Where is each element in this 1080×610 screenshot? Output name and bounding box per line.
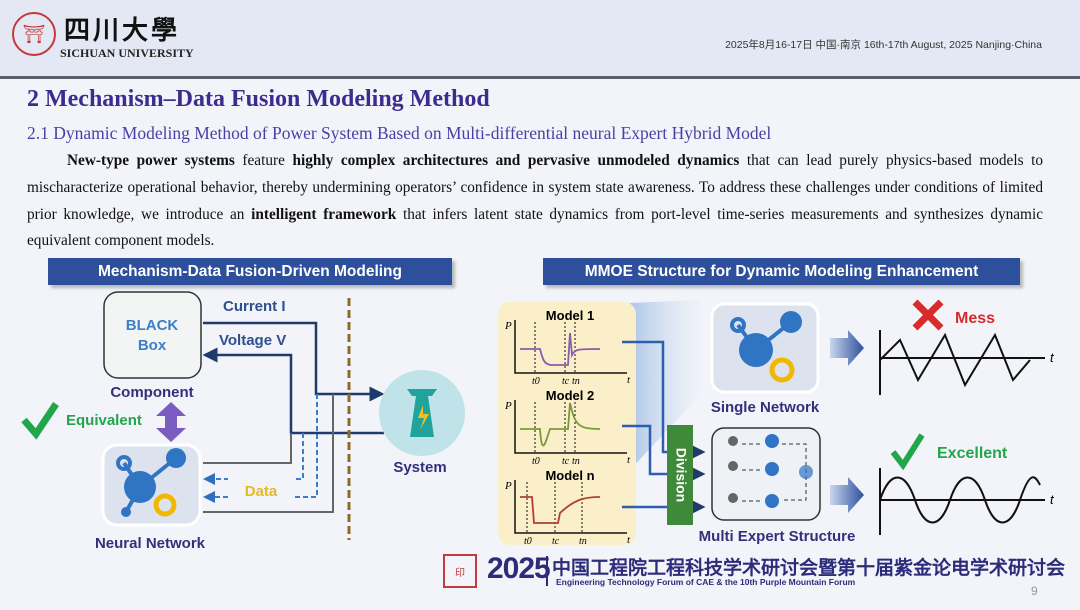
axis-p-label: P bbox=[504, 480, 512, 492]
black-label: BLACK bbox=[126, 317, 179, 334]
mess-label: Mess bbox=[955, 310, 995, 327]
time-marker-label: tc bbox=[562, 376, 570, 387]
axis-t-label: t bbox=[1050, 350, 1055, 365]
check-icon bbox=[21, 402, 59, 440]
box-label: Box bbox=[138, 337, 167, 354]
model-title: Model 1 bbox=[546, 308, 594, 323]
connector-line bbox=[203, 394, 334, 513]
model-title: Model 2 bbox=[546, 388, 594, 403]
time-marker-label: t0 bbox=[532, 376, 540, 387]
axis-p-label: P bbox=[504, 320, 512, 332]
right-arrow-icon bbox=[830, 330, 864, 366]
axis-t-label: t bbox=[627, 374, 631, 386]
right-diagram-banner: MMOE Structure for Dynamic Modeling Enha… bbox=[543, 258, 1020, 285]
mess-waveform bbox=[879, 330, 1045, 395]
time-marker-label: tc bbox=[552, 536, 560, 547]
equivalent-label: Equivalent bbox=[66, 412, 142, 429]
multi-expert-icon bbox=[711, 427, 821, 521]
section-subtitle: 2.1 Dynamic Modeling Method of Power Sys… bbox=[27, 123, 772, 143]
axis-t-label: t bbox=[627, 534, 631, 546]
multi-expert-label: Multi Expert Structure bbox=[699, 528, 856, 545]
division-block bbox=[667, 425, 693, 525]
single-network-icon bbox=[710, 302, 820, 394]
time-marker-label: t0 bbox=[532, 456, 540, 467]
power-curve bbox=[520, 496, 601, 524]
text: feature bbox=[234, 152, 293, 169]
time-marker-label: tc bbox=[562, 456, 570, 467]
check-icon bbox=[890, 433, 925, 471]
footer-divider bbox=[546, 556, 548, 586]
section-title: 2 Mechanism–Data Fusion Modeling Method bbox=[27, 86, 490, 112]
text: that can lead purely physics-based model… bbox=[27, 152, 1044, 223]
data-label-bg bbox=[228, 478, 294, 502]
axis-p-label: P bbox=[504, 400, 512, 412]
time-marker-label: tn bbox=[572, 376, 580, 387]
axis-t-label: t bbox=[1050, 492, 1055, 507]
voltage-arrow bbox=[202, 347, 384, 435]
forum-seal-logo: 印 bbox=[443, 554, 477, 588]
chart-axes bbox=[514, 480, 627, 534]
time-marker-label: tn bbox=[579, 536, 587, 547]
chart-axes bbox=[514, 400, 627, 454]
axis-t-label: t bbox=[627, 454, 631, 466]
left-diagram-banner: Mechanism-Data Fusion-Driven Modeling bbox=[48, 258, 452, 285]
double-arrow-icon bbox=[156, 402, 186, 442]
bold-text: New-type power systems bbox=[67, 152, 235, 169]
chart-axes bbox=[514, 320, 627, 374]
data-label: Data bbox=[245, 483, 278, 500]
power-curve bbox=[520, 332, 601, 366]
system-label: System bbox=[393, 459, 446, 476]
excellent-label: Excellent bbox=[937, 445, 1008, 462]
cross-icon bbox=[912, 299, 944, 331]
conference-date-location: 2025年8月16-17日 中国·南京 16th-17th August, 20… bbox=[725, 39, 1042, 51]
footer-forum-cn: 中国工程院工程科技学术研讨会暨第十届紫金论电学术研讨会 bbox=[552, 557, 1066, 579]
excellent-waveform bbox=[879, 468, 1045, 535]
footer-year: 2025 bbox=[487, 552, 551, 585]
bold-text: intelligent framework bbox=[251, 205, 397, 223]
footer-forum-en: Engineering Technology Forum of CAE & th… bbox=[556, 577, 856, 587]
neural-network-label: Neural Network bbox=[95, 535, 206, 552]
model-title: Model n bbox=[545, 468, 594, 483]
data-arrow bbox=[203, 433, 304, 485]
component-label: Component bbox=[110, 384, 193, 401]
voltage-label: Voltage V bbox=[219, 332, 286, 349]
university-name-cn: 四川大學 bbox=[64, 16, 181, 46]
time-marker-label: t0 bbox=[524, 536, 532, 547]
body-paragraph: New-type power systems feature highly co… bbox=[27, 148, 1043, 255]
right-arrow-icon bbox=[830, 477, 864, 513]
neural-network-icon bbox=[101, 443, 202, 527]
slide-header: ⛩ 四川大學 SICHUAN UNIVERSITY 2025年8月16-17日 … bbox=[0, 0, 1080, 79]
models-panel bbox=[498, 302, 636, 545]
division-label: Division bbox=[673, 448, 689, 502]
connector-line bbox=[203, 433, 292, 464]
university-seal-logo: ⛩ bbox=[12, 12, 56, 56]
system-tower-icon bbox=[379, 370, 465, 456]
text: that infers latent state dynamics from p… bbox=[27, 205, 1043, 250]
black-box-component: BLACK Box bbox=[103, 291, 202, 379]
time-marker-label: tn bbox=[572, 456, 580, 467]
power-curve bbox=[520, 402, 601, 447]
current-label: Current I bbox=[223, 298, 286, 315]
university-name-en: SICHUAN UNIVERSITY bbox=[60, 46, 194, 60]
bold-text: highly complex architectures and pervasi… bbox=[292, 152, 740, 169]
single-network-label: Single Network bbox=[711, 399, 820, 416]
page-number: 9 bbox=[1031, 584, 1038, 598]
